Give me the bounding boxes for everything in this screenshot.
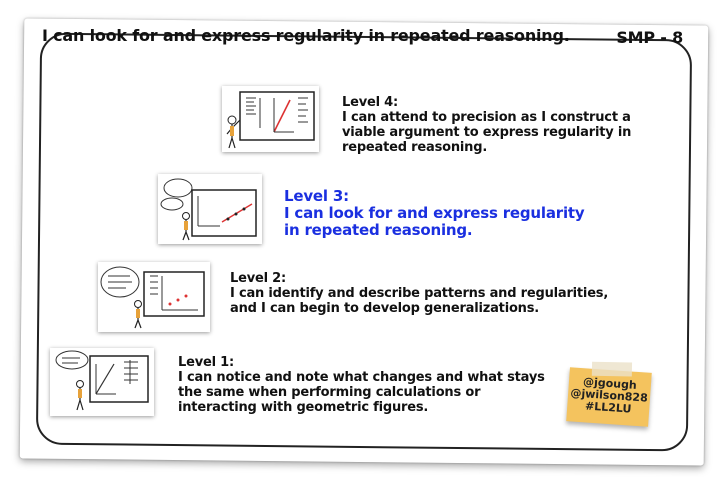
level-3-heading: Level 3: (284, 187, 349, 205)
level-1-sketch (50, 348, 154, 416)
level-3-block: Level 3: I can look for and express regu… (284, 188, 604, 239)
level-2-text: I can identify and describe patterns and… (230, 286, 609, 316)
level-1-heading: Level 1: (178, 355, 235, 370)
tape-strip (591, 361, 633, 377)
page-title: I can look for and express regularity in… (42, 26, 570, 45)
sticky-note-text: @jgough @jwilson828 #LL2LU (567, 375, 651, 417)
level-3-text: I can look for and express regularity in… (284, 204, 585, 239)
level-4-sketch (222, 86, 319, 152)
level-1-block: Level 1: I can notice and note what chan… (178, 355, 548, 415)
level-2-block: Level 2: I can identify and describe pat… (230, 271, 610, 316)
sticky-note: @jgough @jwilson828 #LL2LU (566, 361, 652, 427)
level-4-block: Level 4: I can attend to precision as I … (342, 95, 672, 155)
smp-badge: SMP - 8 (616, 28, 683, 47)
level-4-text: I can attend to precision as I construct… (342, 110, 632, 155)
level-2-sketch (98, 262, 210, 332)
level-1-text: I can notice and note what changes and w… (178, 370, 545, 415)
level-3-sketch (158, 174, 262, 244)
level-2-heading: Level 2: (230, 271, 287, 286)
level-4-heading: Level 4: (342, 95, 399, 110)
